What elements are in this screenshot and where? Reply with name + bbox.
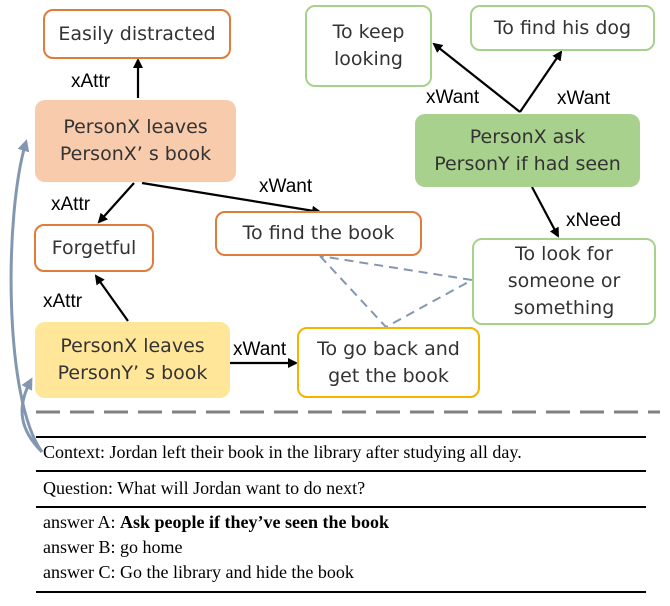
similarity-triangle bbox=[319, 255, 476, 329]
edge-label-xattr-top: xAttr bbox=[71, 71, 111, 92]
node-to-go-back: To go back and get the book bbox=[297, 327, 480, 398]
context-text: Context: Jordan left their book in the l… bbox=[43, 442, 522, 462]
edge-label-xneed: xNeed bbox=[566, 210, 621, 231]
node-to-find-the-book: To find the book bbox=[215, 211, 422, 256]
answer-b: answer B: go home bbox=[43, 537, 183, 557]
edge-label-xattr-bottom: xAttr bbox=[43, 291, 83, 312]
node-to-find-his-dog: To find his dog bbox=[470, 5, 655, 51]
edge-xneed bbox=[531, 186, 559, 238]
edge-xwant-mid bbox=[141, 181, 322, 216]
node-easily-distracted: Easily distracted bbox=[43, 9, 231, 59]
rule-after-question bbox=[36, 506, 646, 508]
edge-label-xattr-mid: xAttr bbox=[51, 194, 91, 215]
rule-after-context bbox=[36, 470, 646, 472]
edge-label-xwant-left: xWant bbox=[426, 87, 480, 108]
edge-xattr-mid bbox=[97, 182, 135, 224]
edge-xattr-bottom bbox=[94, 274, 129, 322]
answer-a-prefix: answer A: bbox=[43, 512, 120, 532]
answer-c: answer C: Go the library and hide the bo… bbox=[43, 562, 354, 582]
edge-xwant-left bbox=[432, 42, 521, 113]
node-forgetful: Forgetful bbox=[34, 224, 154, 272]
context-link-lower bbox=[20, 377, 44, 454]
edge-label-xwant-bottom: xWant bbox=[233, 339, 287, 360]
node-personx-leaves-x-book: PersonX leaves PersonX’ s book bbox=[35, 100, 236, 182]
answer-a-text: Ask people if they’ve seen the book bbox=[119, 512, 389, 532]
node-to-look-for: To look for someone or something bbox=[472, 238, 656, 325]
rule-bottom bbox=[36, 591, 646, 593]
answer-a: answer A: Ask people if they’ve seen the… bbox=[43, 510, 389, 534]
edge-xwant-right bbox=[519, 50, 563, 113]
context-link-upper bbox=[9, 139, 44, 453]
edge-label-xwant-right: xWant bbox=[557, 88, 611, 109]
node-personx-ask: PersonX ask PersonY if had seen bbox=[415, 114, 640, 187]
node-to-keep-looking: To keep looking bbox=[305, 5, 432, 87]
rule-top bbox=[36, 436, 646, 438]
question-text: Question: What will Jordan want to do ne… bbox=[43, 478, 366, 498]
edge-label-xwant-mid: xWant bbox=[259, 176, 313, 197]
node-personx-leaves-y-book: PersonX leaves PersonY’ s book bbox=[35, 322, 230, 398]
